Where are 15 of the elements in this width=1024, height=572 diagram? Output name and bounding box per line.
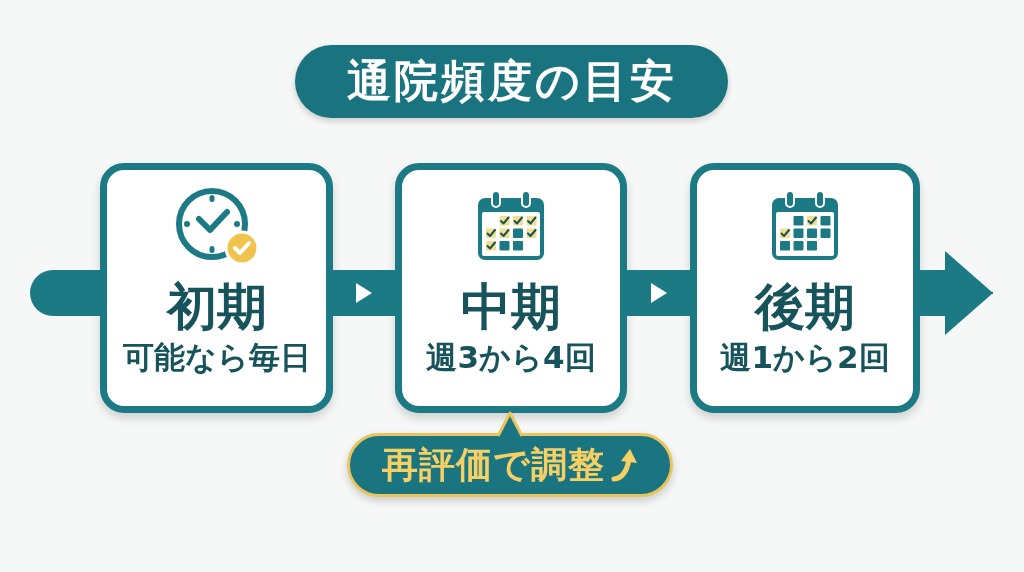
stage-heading: 初期 bbox=[166, 280, 267, 335]
title: 通院頻度の目安 bbox=[295, 45, 728, 118]
visit-frequency: 週1から2回 bbox=[720, 339, 890, 377]
stage-card bbox=[100, 163, 333, 413]
stage-card bbox=[395, 163, 627, 413]
stage-heading: 後期 bbox=[755, 280, 855, 335]
callout-text: 再評価で調整 bbox=[381, 442, 605, 487]
flow-arrow bbox=[30, 270, 100, 316]
visit-frequency: 可能なら毎日 bbox=[122, 339, 311, 377]
stage-heading: 中期 bbox=[461, 280, 561, 335]
flow-arrow bbox=[627, 270, 690, 316]
callout-bubble bbox=[347, 433, 673, 497]
stage-card bbox=[690, 163, 920, 413]
visit-frequency: 週3から4回 bbox=[426, 339, 596, 377]
flow-arrow bbox=[333, 270, 395, 316]
